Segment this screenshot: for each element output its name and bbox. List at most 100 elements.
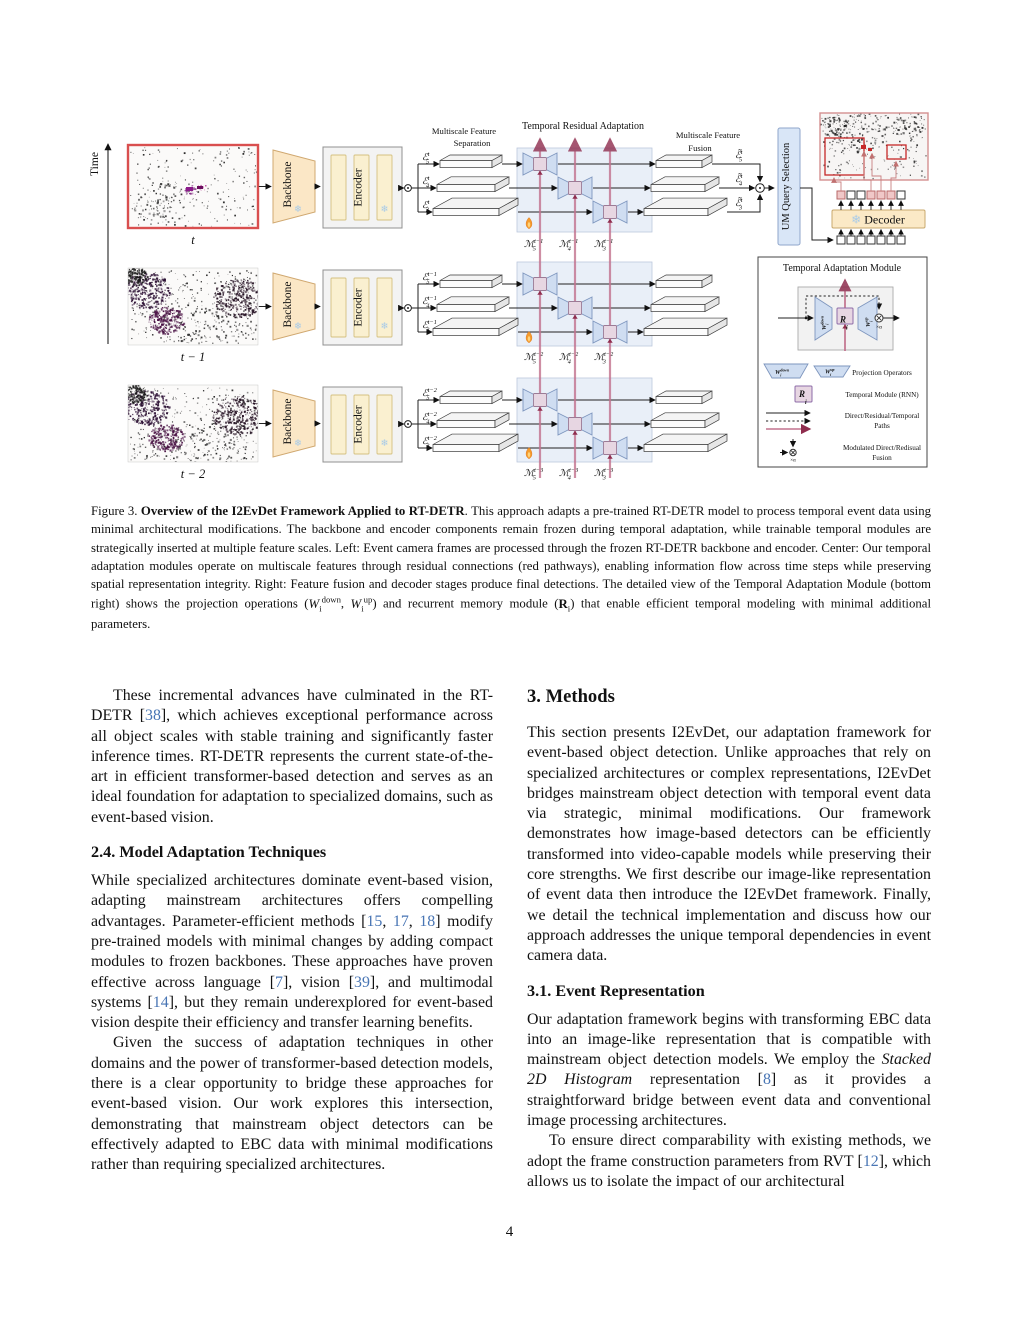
body-paragraph: Given the success of adaptation techniqu… (91, 1033, 493, 1175)
svg-text:t: t (191, 233, 195, 247)
time-axis: Time (89, 143, 112, 344)
citation-link[interactable]: 38 (145, 707, 161, 725)
text-run: Stacked 2D Histogram (527, 1051, 931, 1089)
citation-link[interactable]: 12 (862, 1152, 879, 1170)
section-heading: 2.4. Model Adaptation Techniques (91, 843, 327, 862)
left-column: These incremental advances have culminat… (91, 686, 493, 1176)
svg-text:ℰt−23: ℰt−23 (422, 435, 437, 450)
svg-text:Temporal Residual Adaptation: Temporal Residual Adaptation (522, 121, 644, 132)
svg-text:t − 2: t − 2 (181, 467, 205, 481)
svg-text:Encoder: Encoder (353, 405, 365, 443)
flame-trainable-icon (525, 331, 533, 344)
event-frame (128, 385, 258, 462)
svg-text:ℰt−24: ℰt−24 (422, 411, 437, 426)
citation-link[interactable]: 39 (354, 973, 370, 991)
svg-text:×α: ×α (790, 459, 796, 464)
svg-text:Encoder: Encoder (353, 288, 365, 326)
text-run: This section presents I2EvDet, our adapt… (527, 724, 931, 965)
svg-text:❄: ❄ (381, 438, 389, 449)
svg-text:ℳt−34: ℳt−34 (559, 467, 578, 482)
text-run: ) that enable efficient temporal modelin… (91, 596, 932, 631)
svg-text:ℰt4: ℰt4 (422, 175, 430, 190)
citation-link[interactable]: 8 (762, 1071, 771, 1089)
citation-link[interactable]: 14 (152, 993, 169, 1011)
svg-text:ℰt−15: ℰt−15 (422, 271, 437, 286)
decoder-output: ❄ Decoder (819, 112, 929, 245)
citation-link[interactable]: 18 (419, 912, 436, 930)
svg-text:ℰ̃t5: ℰ̃t5 (735, 148, 743, 163)
svg-text:ℳt−25: ℳt−25 (524, 351, 543, 366)
svg-text:❄: ❄ (294, 204, 302, 215)
svg-text:❄: ❄ (381, 321, 389, 332)
svg-text:Wupi: Wupi (863, 317, 873, 327)
text-run: While specialized architectures dominate… (91, 872, 493, 930)
svg-text:Wupi: Wupi (825, 367, 835, 377)
svg-text:Backbone: Backbone (282, 399, 294, 445)
body-paragraph: To ensure direct comparability with exis… (527, 1131, 931, 1192)
section-heading: 3.1. Event Representation (527, 981, 705, 1000)
text-run: ] modify pre-trained models with minimal… (91, 912, 493, 991)
query-selection: UM Query Selection (777, 127, 834, 246)
svg-text:ℳt−24: ℳt−24 (559, 351, 578, 366)
svg-text:❄ Decoder: ❄ Decoder (851, 213, 905, 227)
section-heading: 3. Methods (527, 686, 615, 707)
body-paragraph: While specialized architectures dominate… (91, 871, 493, 1033)
svg-text:Backbone: Backbone (282, 282, 294, 328)
svg-text:Fusion: Fusion (872, 454, 892, 462)
svg-text:Temporal Module (RNN): Temporal Module (RNN) (845, 391, 919, 399)
text-run: ], which allows us to isolate the impact… (527, 1152, 931, 1190)
svg-text:Time: Time (89, 152, 101, 176)
text-run: ], and multimodal systems [ (91, 973, 493, 1011)
text-run: Overview of the I2EvDet Framework Applie… (140, 504, 465, 518)
svg-text:ℰt3: ℰt3 (422, 199, 430, 214)
body-paragraph: These incremental advances have culminat… (91, 686, 493, 828)
svg-text:❄: ❄ (294, 321, 302, 332)
svg-text:×α: ×α (876, 325, 882, 331)
svg-text:ℳt−15: ℳt−15 (524, 238, 543, 253)
svg-text:ℰ̃t3: ℰ̃t3 (735, 196, 743, 211)
text-run: ], vision [ (283, 973, 355, 991)
flame-trainable-icon (525, 217, 533, 230)
svg-text:ℰt−25: ℰt−25 (422, 387, 437, 402)
svg-text:Ri: Ri (839, 315, 848, 332)
svg-text:ℰt−13: ℰt−13 (422, 319, 437, 334)
citation-link[interactable]: 15 (366, 912, 383, 930)
text-run: . This approach adapts a pre-trained RT-… (91, 504, 932, 611)
svg-text:ℳt−35: ℳt−35 (524, 467, 543, 482)
svg-text:ℰ̃t4: ℰ̃t4 (735, 172, 743, 187)
text-run: ], which achieves exceptional performanc… (91, 707, 493, 826)
svg-text:❄: ❄ (381, 204, 389, 215)
event-frames: t t − 1 t − 2 (126, 143, 260, 481)
text-run: ] as it provides a straightforward bridg… (527, 1071, 931, 1130)
text-run: , (340, 596, 351, 611)
page-number: 4 (505, 1224, 514, 1240)
svg-text:Paths: Paths (874, 422, 890, 430)
svg-text:ℳt−33: ℳt−33 (594, 467, 613, 482)
svg-text:ℳt−23: ℳt−23 (594, 351, 613, 366)
svg-text:ℰt−14: ℰt−14 (422, 295, 437, 310)
svg-text:Wdowni: Wdowni (775, 367, 789, 377)
svg-text:❄: ❄ (294, 438, 302, 449)
body-paragraph: Our adaptation framework begins with tra… (527, 1010, 931, 1132)
event-frame (128, 145, 258, 228)
svg-text:Projection Operators: Projection Operators (852, 369, 912, 377)
text-run: To ensure direct comparability with exis… (527, 1132, 931, 1170)
math-symbol: Ri (558, 596, 571, 614)
text-run: , (382, 912, 393, 930)
svg-text:Modulated Direct/Redisual: Modulated Direct/Redisual (843, 444, 921, 452)
text-run: Our adaptation framework begins with tra… (527, 1010, 931, 1069)
svg-text:ℰt5: ℰt5 (422, 151, 430, 166)
citation-link[interactable]: 17 (392, 912, 409, 930)
svg-text:t − 1: t − 1 (181, 350, 205, 364)
flame-trainable-icon (525, 447, 533, 460)
citation-link[interactable]: 7 (275, 973, 283, 991)
svg-text:Separation: Separation (454, 138, 491, 148)
body-paragraph: This section presents I2EvDet, our adapt… (527, 723, 931, 967)
event-frame (128, 268, 258, 345)
